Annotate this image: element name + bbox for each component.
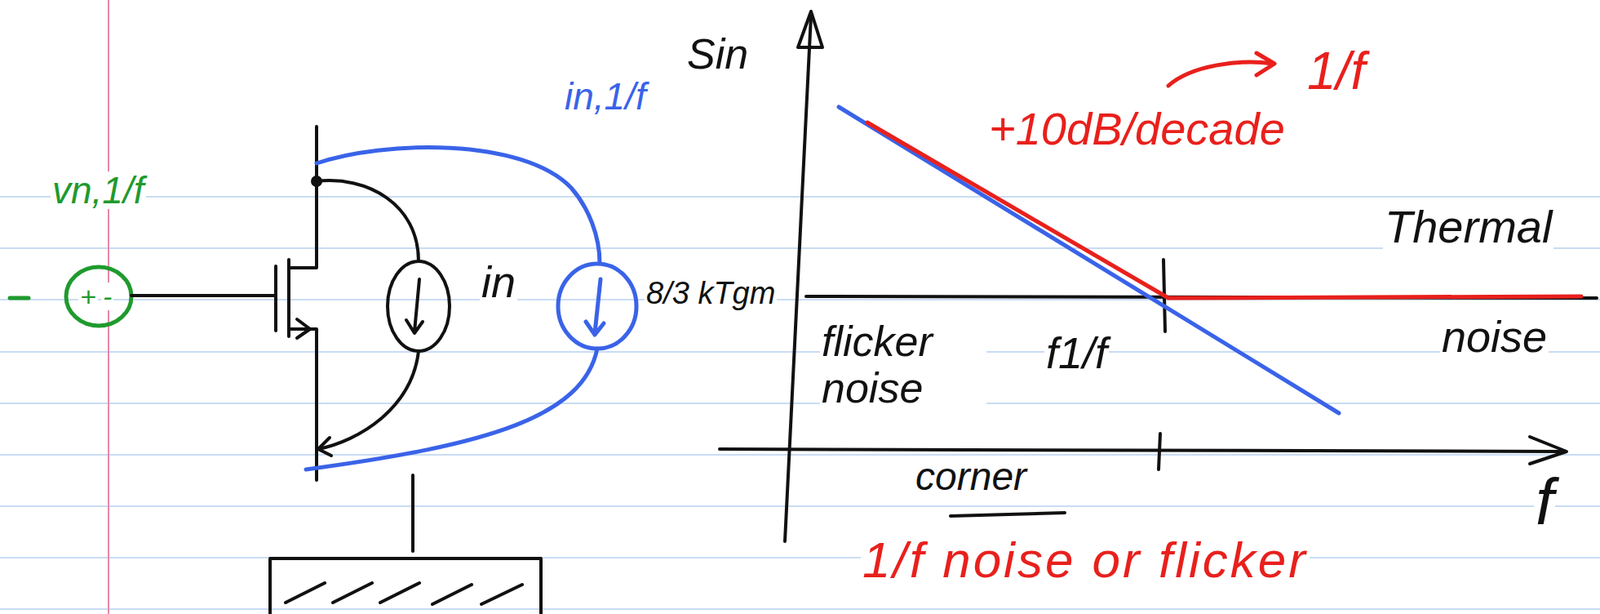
arc-arrowhead — [318, 437, 332, 456]
current-arrow — [585, 279, 604, 335]
ruled-line — [0, 607, 1600, 610]
thermal-psd-formula: 8/3 kTgm — [644, 277, 777, 309]
source-lead — [288, 328, 317, 480]
source-circle — [387, 261, 450, 351]
gate-plate — [274, 265, 278, 331]
slope-note: +10dB/decade — [987, 106, 1287, 152]
voltage-source — [9, 266, 132, 326]
noise-voltage-label: vn,1/f — [50, 171, 147, 209]
noise-name-note: 1/f noise or flicker — [860, 534, 1310, 586]
wire-stub — [9, 296, 29, 301]
axis-tick — [1158, 433, 1161, 470]
drain-arc — [316, 147, 600, 263]
substrate-lead — [411, 474, 415, 551]
thermal-current-label: in — [479, 259, 518, 304]
source-arc — [318, 350, 419, 449]
spectrum-axes — [719, 11, 1597, 541]
flicker-label: flicker noise — [819, 318, 987, 412]
y-arrowhead — [797, 11, 823, 48]
x-arrowhead — [1529, 436, 1567, 464]
drain-arc — [316, 180, 419, 262]
substrate-block — [270, 558, 541, 614]
mosfet-symbol — [131, 126, 541, 614]
source-arc — [305, 348, 598, 470]
ruled-line — [0, 556, 1600, 559]
x-axis-label: f — [1533, 469, 1556, 535]
ruled-line — [0, 350, 1600, 353]
y-axis — [784, 15, 812, 541]
thermal-current-source — [316, 180, 450, 456]
corner-label: corner — [913, 456, 1029, 497]
corner-frequency-label: f1/f — [1044, 330, 1109, 375]
source-arrow — [296, 319, 311, 338]
drain-lead — [288, 126, 317, 268]
ruled-line — [0, 505, 1600, 507]
ruled-line — [0, 453, 1600, 456]
flicker-current-source — [305, 147, 637, 470]
thermal-label: noise — [1440, 314, 1549, 359]
x-axis — [719, 448, 1563, 452]
thermal-label: Thermal — [1382, 203, 1554, 250]
ruled-line — [0, 195, 1600, 198]
source-circle — [66, 266, 132, 326]
polarity-minus: - — [101, 282, 114, 311]
ruled-line — [0, 402, 1600, 404]
hatching — [285, 582, 523, 604]
polarity-plus: + — [78, 282, 98, 311]
gate-wire — [131, 293, 276, 297]
one-over-f-note: 1/f — [1305, 44, 1367, 98]
source-circle — [558, 263, 637, 349]
underline — [950, 512, 1065, 516]
current-arrow — [406, 279, 423, 333]
pointer-arrow — [1168, 53, 1275, 86]
pointer-head — [1256, 53, 1275, 76]
flicker-current-label: in,1/f — [562, 77, 648, 116]
y-axis-label: Sin — [685, 32, 750, 76]
channel — [287, 259, 291, 337]
